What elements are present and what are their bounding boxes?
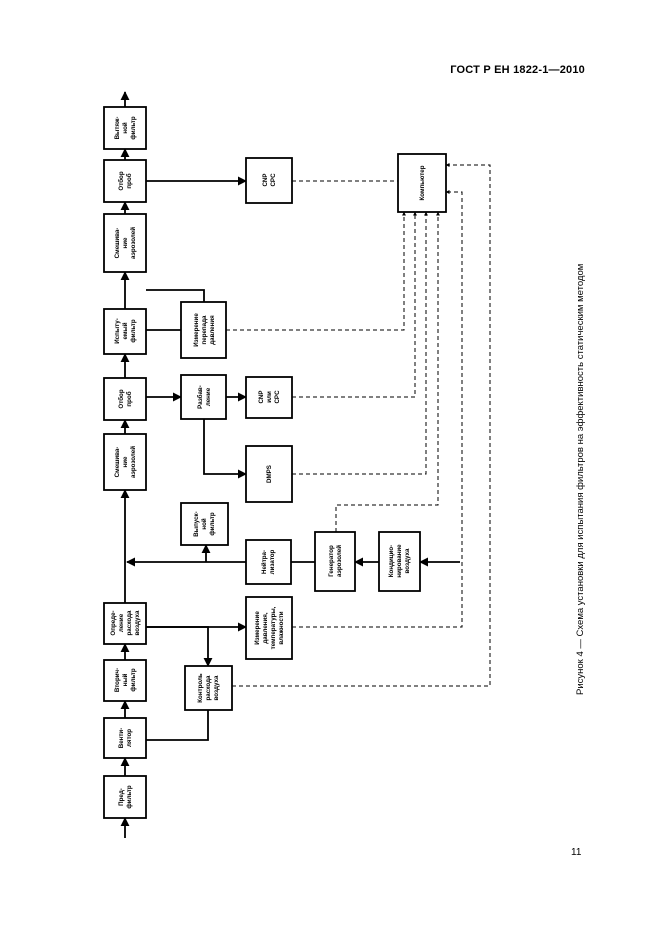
cnp-cpc-lower-line-1: CNP — [258, 390, 265, 403]
outlet-filter-line-2: ной — [201, 518, 208, 530]
cnp-cpc-upper-line-1: CNP — [262, 173, 269, 186]
mixer-1-line-1: Смешива- — [114, 447, 121, 478]
cnp-cpc-upper-line-2: CPC — [270, 173, 277, 187]
block-neutralizer: Нейтра-лизатор — [245, 539, 292, 585]
prefilter-line-1: Пред- — [118, 788, 125, 806]
figure-caption: Рисунок 4 — Схема установки для испытани… — [575, 263, 586, 695]
neutralizer-line-1: Нейтра- — [261, 550, 268, 574]
fan-line-2: лятор — [126, 729, 133, 747]
mixer-2-line-2: ние — [122, 237, 129, 249]
exhaust-filter-line-2: ной — [122, 122, 129, 134]
test-filter-line-2: емый — [122, 322, 129, 339]
aerosol-gen-line-1: Генератор — [328, 545, 335, 577]
sampling-1-line-2: проб — [126, 391, 133, 406]
block-fan: Венти-лятор — [103, 717, 147, 759]
flow-measure-line-3: расхода — [126, 610, 133, 635]
mixer-2-line-3: аэрозолей — [130, 227, 137, 259]
block-dmps: DMPS — [245, 445, 293, 503]
flow-control-line-2: расхода — [205, 675, 212, 700]
sampling-1-line-1: Отбор — [118, 389, 125, 408]
pth-measure-line-2: давления, — [262, 612, 269, 644]
exhaust-filter-line-1: Вытяж- — [114, 117, 121, 140]
dilution-line-1: Разбав- — [197, 385, 204, 409]
flow-measure-line-1: Опреде- — [110, 610, 117, 635]
flow-measure-line-2: ление — [118, 613, 125, 632]
block-computer: Компьютер — [397, 153, 447, 213]
second-filter-line-2: ный — [122, 673, 129, 686]
mixer-1-line-3: аэрозолей — [130, 446, 137, 478]
dp-measure-line-1: Измерение — [193, 313, 200, 347]
signal-lines — [226, 163, 491, 687]
document-header: ГОСТ Р ЕН 1822-1—2010 — [450, 64, 585, 76]
dmps-label: DMPS — [266, 465, 273, 483]
cnp-cpc-lower-line-2: или — [266, 391, 273, 403]
mixer-2-line-1: Смешива- — [114, 228, 121, 259]
pth-measure-line-1: Измерение — [254, 611, 261, 645]
page-number: 11 — [571, 847, 582, 858]
air-cond-line-2: нирование — [396, 544, 403, 578]
second-filter-line-1: Вторич- — [114, 668, 121, 692]
block-prefilter: Пред-фильтр — [103, 775, 147, 819]
computer-label: Компьютер — [419, 165, 426, 200]
block-dilution: Разбав-ление — [180, 374, 227, 420]
flow-measure-line-4: воздуха — [134, 610, 141, 635]
pth-measure-line-3: температуры, — [270, 606, 277, 649]
mixer-1-line-2: ние — [122, 456, 129, 468]
dp-measure-line-3: давления — [209, 315, 216, 345]
aerosol-gen-line-2: аэрозолей — [336, 545, 343, 577]
prefilter-line-2: фильтр — [126, 785, 133, 808]
dilution-line-2: ление — [205, 387, 212, 406]
cnp-cpc-lower-line-3: CPC — [274, 390, 281, 404]
flow-control-line-3: воздуха — [213, 675, 220, 700]
test-filter-line-1: Испыту- — [114, 318, 121, 344]
sampling-2-line-1: Отбор — [118, 171, 125, 190]
flow-control-line-1: Контроль — [197, 673, 204, 703]
exhaust-filter-line-3: фильтр — [130, 116, 137, 139]
test-filter-line-3: фильтр — [130, 319, 137, 342]
outlet-filter-line-1: Выпуск- — [193, 511, 200, 536]
air-cond-line-3: воздуха — [404, 548, 411, 573]
neutralizer-line-2: лизатор — [269, 549, 276, 574]
second-filter-line-3: фильтр — [130, 668, 137, 691]
pth-measure-line-4: влажности — [278, 611, 285, 644]
dp-measure-line-2: перепада — [201, 315, 208, 345]
outlet-filter-line-3: фильтр — [209, 512, 216, 535]
air-cond-line-1: Кондицио- — [388, 545, 395, 577]
fan-line-1: Венти- — [118, 728, 125, 749]
sampling-2-line-2: проб — [126, 173, 133, 188]
